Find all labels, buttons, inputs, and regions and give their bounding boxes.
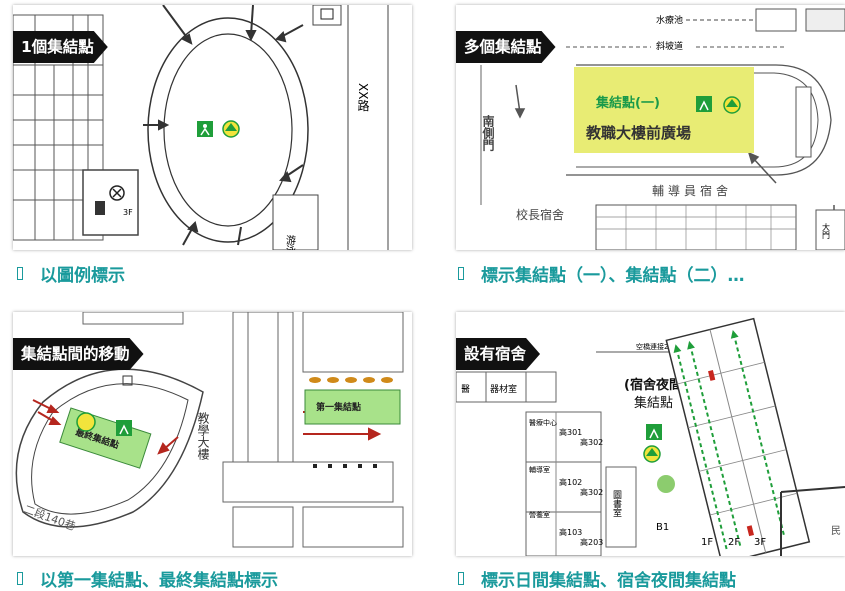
room-label: 高302	[580, 487, 603, 497]
bridge-label: 空橋連接2.3樓	[636, 342, 682, 351]
map-dormitory: 醫 器材室 空橋連接2.3樓 (宿舍夜間) 集結點 醫療中心 輔導室 營養室 高…	[456, 312, 845, 556]
floor-3f: 3F	[754, 537, 766, 548]
panel-tag: 設有宿舍	[456, 338, 540, 370]
panel-single-point: 3F XX路 游泳 1個集結點	[13, 5, 412, 250]
map-move-between-points: 教學大樓 最終集結點 第一集結點	[13, 312, 412, 556]
principal-label: 校長宿舍	[516, 207, 564, 222]
left-room-1: 醫	[461, 384, 470, 395]
room-label: 高203	[580, 537, 603, 547]
road-label: XX路	[356, 83, 370, 112]
left-room-2: 器材室	[490, 383, 517, 395]
caption-text: 以第一集結點、最終集結點標示	[40, 571, 278, 591]
caption-bullet	[17, 572, 23, 585]
panel-multi-point: 水療池 斜坡道 南側門 集結點(一) 教職大樓前廣場 輔導員宿舍	[456, 5, 845, 250]
caption-move-between-points: 以第一集結點、最終集結點標示	[17, 566, 278, 591]
clinic-label: 醫療中心	[529, 418, 557, 427]
room-label: 高301	[559, 427, 582, 437]
plaza-label: 教職大樓前廣場	[585, 124, 691, 142]
caption-single-point: 以圖例標示	[17, 261, 125, 286]
caption-bullet	[458, 572, 464, 585]
floor-2f: 2F	[728, 537, 740, 548]
library-label: 圖書室	[611, 490, 622, 517]
right-label: 大門	[822, 222, 831, 240]
floor-label: 3F	[123, 208, 133, 217]
right-edge-label: 民	[831, 525, 841, 537]
night-title: (宿舍夜間)	[624, 377, 688, 393]
dorm-label: 輔導員宿舍	[652, 183, 732, 198]
diet-label: 營養室	[529, 510, 550, 519]
top-label: 水療池	[656, 14, 683, 26]
panel-move-between-points: 教學大樓 最終集結點 第一集結點	[13, 312, 412, 556]
night-subtitle: 集結點	[634, 395, 673, 411]
floor-b1: B1	[656, 522, 669, 533]
first-point-label: 第一集結點	[316, 401, 361, 413]
caption-bullet	[458, 267, 464, 280]
panel-tag: 1個集結點	[13, 31, 108, 63]
room-label: 高103	[559, 527, 582, 537]
caption-dormitory: 標示日間集結點、宿舍夜間集結點	[458, 566, 736, 591]
caption-multi-point: 標示集結點（一）、集結點（二）…	[458, 261, 745, 286]
pool-label: 游泳	[284, 234, 296, 250]
room-label: 高302	[580, 437, 603, 447]
panel-tag: 集結點間的移動	[13, 338, 144, 370]
slope-label: 斜坡道	[656, 40, 683, 52]
south-gate-label: 南側門	[481, 114, 495, 152]
point-label: 集結點(一)	[595, 95, 660, 111]
floor-1f: 1F	[701, 537, 713, 548]
panel-tag: 多個集結點	[456, 31, 556, 63]
caption-text: 標示日間集結點、宿舍夜間集結點	[481, 571, 736, 591]
room-label: 高102	[559, 477, 582, 487]
panel-dormitory: 醫 器材室 空橋連接2.3樓 (宿舍夜間) 集結點 醫療中心 輔導室 營養室 高…	[456, 312, 845, 556]
counsel-label: 輔導室	[529, 465, 550, 474]
caption-bullet	[17, 267, 23, 280]
caption-text: 標示集結點（一）、集結點（二）…	[481, 266, 745, 286]
building-label: 教學大樓	[196, 411, 210, 461]
caption-text: 以圖例標示	[40, 266, 125, 286]
